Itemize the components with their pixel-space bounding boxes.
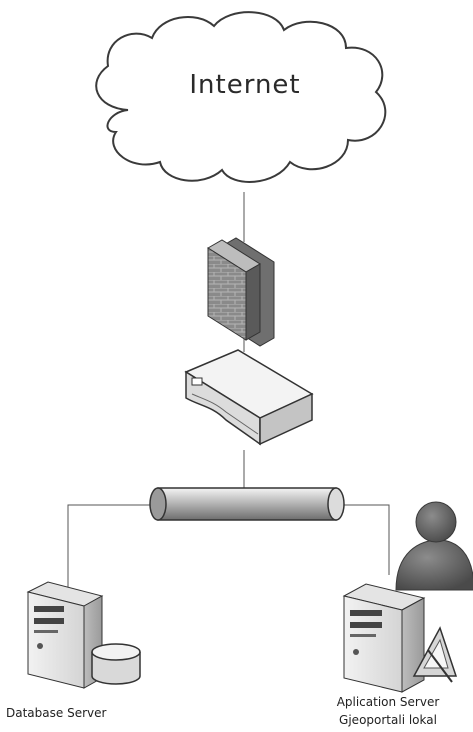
application-server-sublabel: Gjeoportali lokal xyxy=(339,713,437,727)
database-server-label: Database Server xyxy=(6,706,107,720)
application-server-label: Aplication Server xyxy=(336,695,440,709)
router-icon xyxy=(184,349,314,446)
user-icon xyxy=(395,501,473,591)
tool-icon xyxy=(412,626,458,683)
network-bus-icon xyxy=(149,487,345,521)
connection-lines xyxy=(67,192,390,592)
firewall-icon xyxy=(207,237,275,347)
database-icon xyxy=(91,643,141,685)
line-bus-appserver xyxy=(340,504,390,575)
server-tower-icon xyxy=(342,583,426,693)
application-server xyxy=(342,501,473,693)
server-tower-icon xyxy=(26,581,104,689)
cloud-icon xyxy=(95,11,387,183)
line-bus-database xyxy=(67,504,150,592)
internet-label: Internet xyxy=(189,70,301,100)
database-server xyxy=(26,581,141,689)
